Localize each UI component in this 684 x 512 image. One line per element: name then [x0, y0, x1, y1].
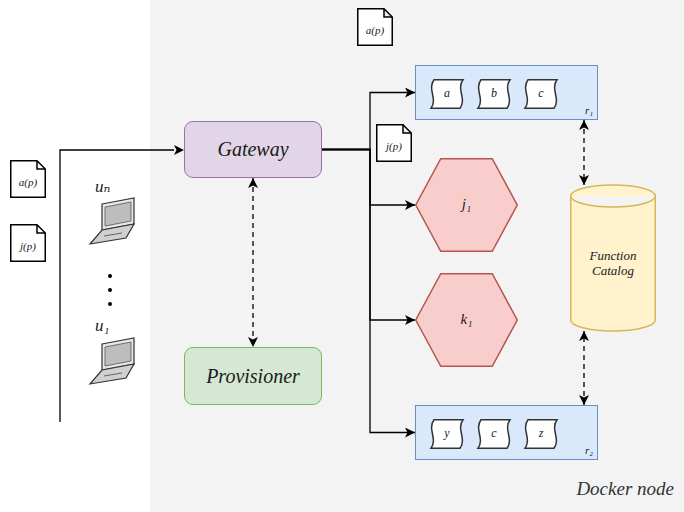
function-scroll: b [476, 79, 512, 109]
function-scroll-shape [478, 420, 510, 449]
function-catalog: Function Catalog [570, 185, 656, 331]
request-arrow [322, 150, 415, 206]
node-label: j(p) [386, 140, 402, 153]
function-scroll: c [523, 79, 559, 109]
document-icon-shape [358, 9, 393, 46]
node-label: Gateway [217, 138, 288, 161]
document-icon-shape [11, 225, 46, 262]
node-label: Provisioner [206, 365, 300, 388]
laptop-icon [90, 338, 134, 384]
function-scroll-shape [525, 80, 557, 109]
dashed-link [583, 331, 584, 405]
node-label: a [444, 87, 450, 101]
node-label: a(p) [366, 24, 384, 37]
provisioner-box: Provisioner [184, 347, 322, 405]
node-label: c [491, 427, 496, 441]
node-label: Function Catalog [578, 249, 648, 279]
user-label: uₙ [95, 176, 110, 197]
node-label: y [444, 427, 449, 441]
illustration [60, 145, 184, 422]
node-label: j₁ [462, 196, 471, 213]
function-scroll: a [429, 79, 465, 109]
node-label: c [538, 87, 543, 101]
function-scroll: c [476, 419, 512, 449]
function-scroll-shape [478, 80, 510, 109]
node-label: r₂ [585, 444, 593, 457]
node-label: z [539, 427, 544, 441]
function-scroll: y [429, 419, 465, 449]
document-icon: a(p) [10, 160, 46, 198]
function-container-shape [416, 274, 518, 367]
request-arrow [322, 150, 415, 433]
function-container: j₁ [415, 158, 518, 252]
function-catalog-shape [571, 185, 656, 331]
node-label: r₁ [585, 104, 593, 117]
gateway-box: Gateway [184, 121, 322, 178]
runtime-box: r₂ y c z [415, 405, 598, 460]
function-scroll-shape [431, 420, 463, 449]
node-label: j(p) [20, 240, 36, 253]
document-icon: j(p) [376, 124, 412, 162]
dashed-link [583, 120, 584, 185]
node-label: k₁ [461, 311, 473, 328]
function-scroll-shape [431, 80, 463, 109]
function-container-shape [416, 159, 518, 252]
document-icon-shape [11, 161, 46, 198]
runtime-box: r₁ a b c [415, 65, 598, 120]
function-scroll-shape [525, 420, 557, 449]
document-icon: a(p) [357, 8, 393, 46]
request-arrowhead [174, 145, 184, 155]
ellipsis-dots [108, 274, 112, 306]
edge-group [253, 93, 584, 433]
request-line [60, 150, 174, 422]
node-label: a(p) [19, 176, 37, 189]
docker-node-region: Docker node GatewayProvisioner a(p) j(p) r₁ a… [150, 0, 684, 512]
node-label: b [491, 87, 497, 101]
document-icon-shape [377, 125, 412, 162]
dashed-link [252, 178, 253, 347]
request-arrow [322, 93, 415, 150]
request-arrow [322, 150, 415, 321]
function-container: k₁ [415, 273, 518, 367]
function-scroll: z [523, 419, 559, 449]
user-label: u₁ [95, 316, 109, 336]
laptop-icon [90, 198, 134, 244]
document-icon: j(p) [10, 224, 46, 262]
node-label: Docker node [576, 478, 674, 500]
